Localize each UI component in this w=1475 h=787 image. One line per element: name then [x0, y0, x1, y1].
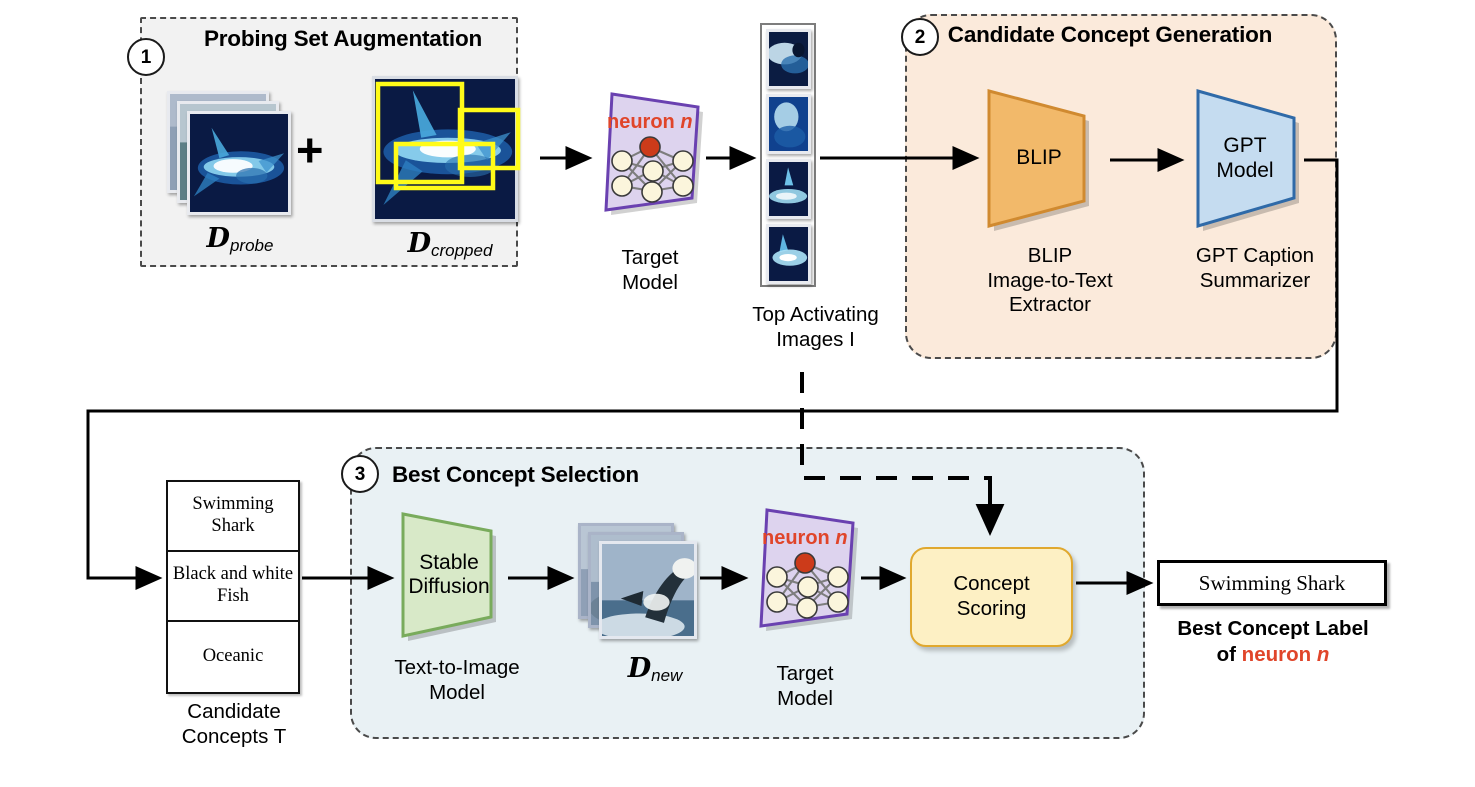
stable-diffusion-caption: Text-to-Image Model — [394, 656, 520, 704]
candidate-concept-row-1[interactable]: Swimming Shark — [168, 482, 298, 552]
probe-image-main — [187, 111, 291, 215]
top-activating-images-caption: Top Activating Images I — [752, 303, 879, 351]
target-model-1 — [597, 88, 704, 216]
dnew-dataset-symbol: D — [627, 653, 652, 684]
section-1-badge: 1 — [127, 38, 165, 76]
gpt-model-caption: GPT Caption Summarizer — [1195, 244, 1315, 292]
target-model-2 — [752, 504, 859, 632]
cropped-image — [372, 76, 518, 222]
top-activating-image-1 — [766, 29, 811, 89]
section-3-badge: 3 — [341, 455, 379, 493]
target-model-2-caption: Target Model — [776, 662, 834, 710]
top-activating-image-3 — [766, 159, 811, 219]
target-model-2-neuron-label: neuron n — [762, 527, 848, 549]
section-2-title: Candidate Concept Generation — [947, 22, 1273, 47]
probe-dataset-label: Dprobe — [190, 225, 290, 254]
candidate-concept-row-2[interactable]: Black and white Fish — [168, 552, 298, 622]
section-3-title: Best Concept Selection — [392, 462, 639, 487]
top-activating-image-2 — [766, 94, 811, 154]
blip-model-caption: BLIP Image-to-Text Extractor — [987, 244, 1113, 317]
target-model-1-caption: Target Model — [621, 246, 679, 294]
best-concept-output-label: Swimming Shark — [1198, 570, 1346, 595]
stable-diffusion-label: Stable Diffusion — [408, 550, 490, 598]
cropped-dataset-subscript: cropped — [430, 241, 493, 260]
section-1-title: Probing Set Augmentation — [203, 26, 483, 51]
gpt-model-label: GPT Model — [1216, 134, 1274, 182]
best-concept-output-box: Swimming Shark — [1157, 560, 1387, 606]
dnew-dataset-subscript: new — [651, 666, 683, 685]
concept-scoring-box: Concept Scoring — [910, 547, 1073, 647]
best-concept-output-caption: Best Concept Label of neuron n — [1137, 616, 1409, 667]
output-caption-line1: Best Concept Label — [1177, 617, 1369, 640]
candidate-concepts-caption: Candidate Concepts T — [181, 700, 287, 748]
output-neuron-label: neuron n — [1241, 642, 1330, 666]
dnew-dataset-label: Dnew — [600, 655, 710, 684]
top-activating-image-4 — [766, 224, 811, 284]
candidate-concept-row-3[interactable]: Oceanic — [202, 646, 264, 667]
cropped-dataset-symbol: D — [407, 228, 431, 259]
candidate-concepts-table: Swimming Shark Black and white Fish Ocea… — [166, 480, 300, 694]
target-model-1-neuron-label: neuron n — [607, 111, 693, 133]
output-caption-line2: of neuron n — [1216, 642, 1330, 666]
concept-scoring-label: Concept Scoring — [953, 572, 1030, 620]
probe-dataset-symbol: D — [206, 223, 230, 254]
stable-diffusion-model: Stable Diffusion — [398, 509, 500, 641]
cropped-dataset-label: Dcropped — [390, 230, 510, 259]
blip-model-label: BLIP — [1016, 146, 1062, 170]
gpt-model: GPT Model — [1190, 86, 1300, 231]
blip-model: BLIP — [984, 86, 1094, 231]
section-2-badge: 2 — [901, 18, 939, 56]
dnew-image-main — [599, 541, 697, 639]
probe-dataset-subscript: probe — [229, 236, 274, 255]
plus-icon: + — [296, 123, 324, 176]
